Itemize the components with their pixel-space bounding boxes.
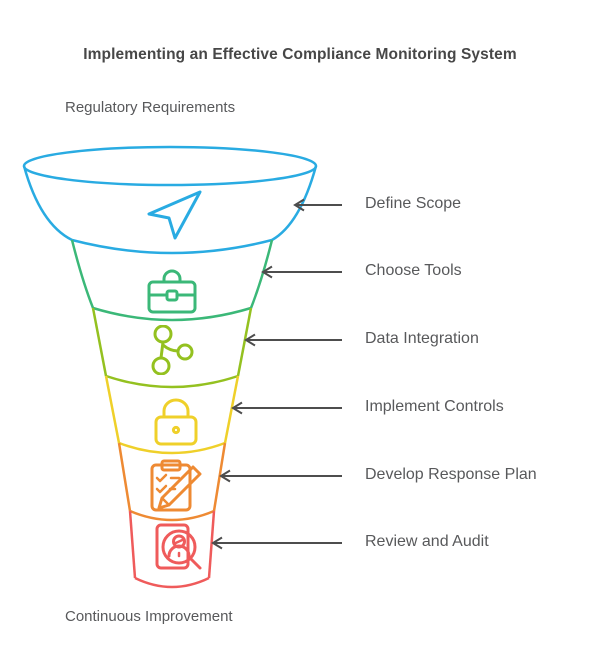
navigation-arrow-icon [147, 190, 202, 240]
briefcase-icon [147, 269, 197, 314]
funnel-input-label: Regulatory Requirements [65, 99, 236, 116]
connector-arrows [211, 198, 342, 550]
git-branch-icon [151, 325, 194, 375]
funnel-segment-implement-controls [104, 375, 240, 455]
funnel-segment-choose-tools [70, 239, 274, 322]
clipboard-pencil-icon [150, 459, 202, 512]
funnel-segment-review-and-audit [128, 510, 216, 589]
stage-label-define-scope: Define Scope [365, 195, 462, 212]
arrow-choose-tools [261, 265, 342, 279]
funnel-segment-data-integration [91, 307, 253, 389]
funnel-output-label: Continuous Improvement [65, 608, 233, 625]
stage-label-data-integration: Data Integration [365, 330, 479, 347]
person-magnifier-icon [155, 523, 202, 570]
page-title: Implementing an Effective Compliance Mon… [83, 46, 517, 63]
funnel-segment-develop-response-plan [117, 442, 227, 522]
stage-label-review-and-audit: Review and Audit [365, 533, 489, 550]
arrow-develop-response-plan [219, 469, 342, 483]
stage-label-choose-tools: Choose Tools [365, 262, 462, 279]
arrow-data-integration [244, 333, 342, 347]
arrow-review-and-audit [211, 536, 342, 550]
stage-label-implement-controls: Implement Controls [365, 398, 504, 415]
arrow-define-scope [293, 198, 342, 212]
stage-label-develop-response-plan: Develop Response Plan [365, 466, 537, 483]
arrow-implement-controls [231, 401, 342, 415]
lock-icon [154, 398, 198, 446]
funnel-segment-define-scope [22, 145, 318, 255]
